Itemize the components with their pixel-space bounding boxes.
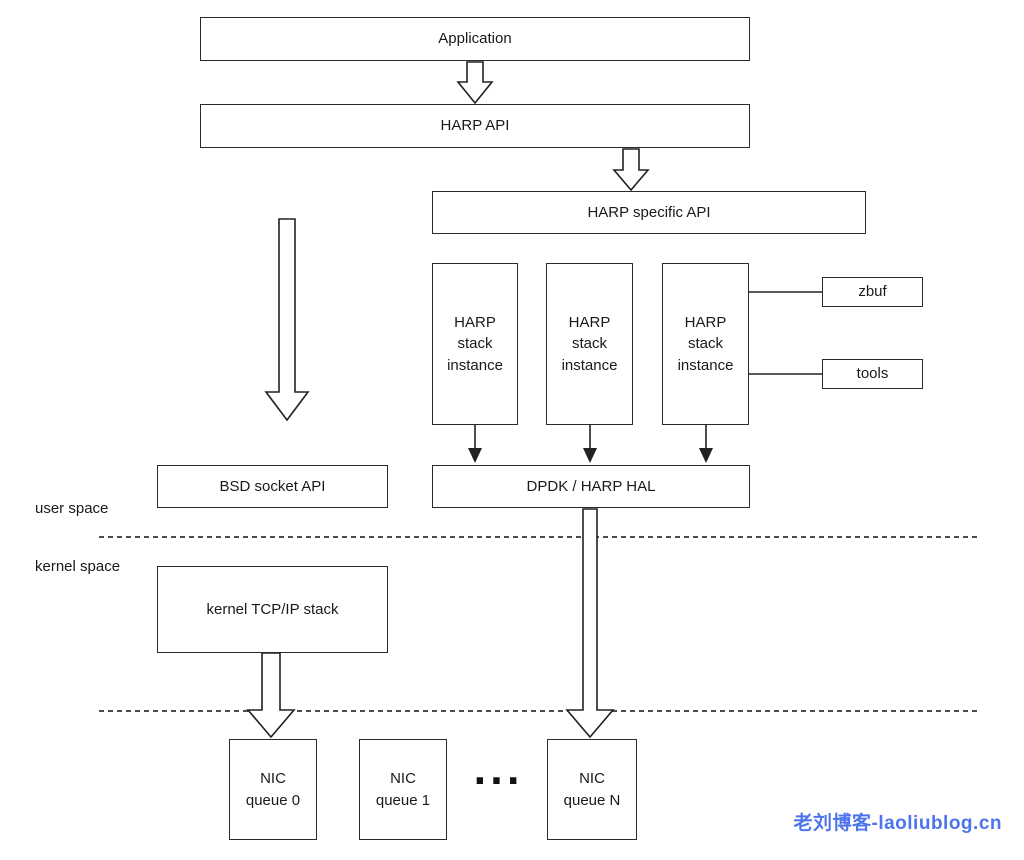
node-label-line: instance — [561, 356, 618, 374]
node-label-line: HARP — [454, 314, 496, 332]
kernel-space-label: kernel space — [35, 558, 121, 575]
node-label-line: instance — [447, 356, 503, 374]
instance2-to-hal-arrow — [583, 425, 597, 463]
node-tools-label: tools — [856, 365, 889, 383]
node-nic-queue-1: NIC queue 1 — [359, 739, 447, 840]
node-bsd-socket-api: BSD socket API — [157, 465, 388, 508]
node-zbuf-label: zbuf — [858, 283, 887, 301]
node-label-line: stack — [457, 335, 493, 353]
node-kernel-tcpip-stack-label: kernel TCP/IP stack — [206, 600, 339, 618]
node-label-line: stack — [571, 335, 607, 353]
node-tools: tools — [822, 359, 923, 389]
node-kernel-tcpip-stack: kernel TCP/IP stack — [157, 566, 388, 653]
node-dpdk-harp-hal: DPDK / HARP HAL — [432, 465, 750, 508]
node-application-label: Application — [438, 30, 512, 48]
node-label-line: queue 1 — [375, 791, 431, 809]
application-to-harpapi-hollow-arrow — [456, 61, 494, 105]
nic-queues-ellipsis: ... — [472, 752, 524, 793]
node-label-line: instance — [677, 356, 734, 374]
node-nic-queue-n: NIC queue N — [547, 739, 637, 840]
node-label-line: stack — [687, 335, 723, 353]
node-nic-queue-0: NIC queue 0 — [229, 739, 317, 840]
instance1-to-hal-arrow — [468, 425, 482, 463]
node-harp-stack-instance-2: HARP stack instance — [546, 263, 633, 425]
node-harp-api: HARP API — [200, 104, 750, 148]
instance3-to-hal-arrow — [699, 425, 713, 463]
node-label-line: queue 0 — [245, 791, 301, 809]
node-harp-stack-instance-1: HARP stack instance — [432, 263, 518, 425]
node-dpdk-harp-hal-label: DPDK / HARP HAL — [526, 477, 656, 495]
node-label-line: NIC — [579, 770, 605, 788]
hal-to-nicqueueN-hollow-arrow — [565, 508, 615, 739]
node-harp-specific-api-label: HARP specific API — [587, 203, 711, 221]
node-label-line: NIC — [390, 770, 416, 788]
node-label-line: HARP — [684, 314, 727, 332]
node-label-line: queue N — [563, 791, 621, 809]
harpapi-to-bsdsocket-hollow-arrow — [264, 218, 310, 422]
site-watermark: 老刘博客-laoliublog.cn — [793, 813, 1002, 834]
node-harp-stack-instance-3: HARP stack instance — [662, 263, 749, 425]
node-label-line: NIC — [260, 770, 286, 788]
node-harp-specific-api: HARP specific API — [432, 191, 866, 234]
node-bsd-socket-api-label: BSD socket API — [219, 477, 326, 495]
node-zbuf: zbuf — [822, 277, 923, 307]
node-label-line: HARP — [568, 314, 611, 332]
user-space-label: user space — [35, 500, 109, 517]
harpapi-to-specificapi-hollow-arrow — [612, 148, 650, 192]
node-application: Application — [200, 17, 750, 61]
kernelstack-to-nicqueue0-hollow-arrow — [246, 652, 296, 739]
node-harp-api-label: HARP API — [440, 117, 510, 135]
